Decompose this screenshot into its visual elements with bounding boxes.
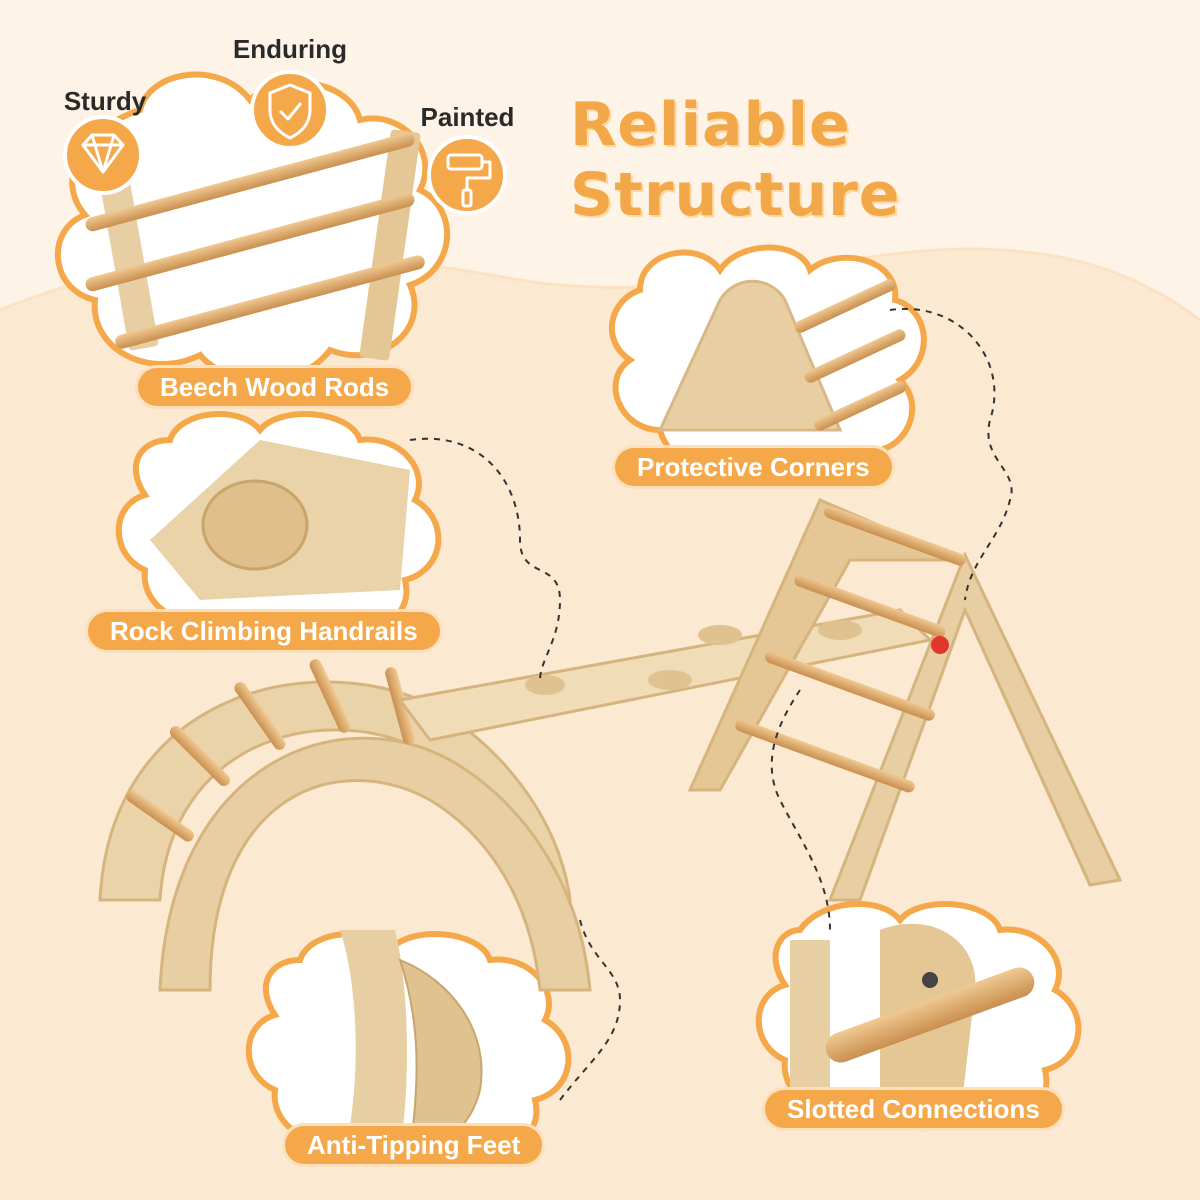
feature-label-rock-climbing-handrails: Rock Climbing Handrails <box>88 612 440 650</box>
cloud-protective-corners <box>609 244 927 477</box>
badge-label-painted: Painted <box>420 102 515 132</box>
painted-badge-circle <box>427 135 507 215</box>
cloud-beech-wood-rods <box>54 71 451 384</box>
cloud-rock-climbing-handrails <box>115 411 442 642</box>
cloud-anti-tipping-feet <box>245 930 572 1162</box>
feature-label-slotted-connections: Slotted Connections <box>765 1090 1062 1128</box>
feature-label-anti-tipping-feet: Anti-Tipping Feet <box>285 1126 543 1164</box>
leader-line <box>559 919 622 1101</box>
badge-label-sturdy: Sturdy <box>63 86 147 116</box>
feature-label-protective-corners: Protective Corners <box>615 448 892 486</box>
diamond-icon <box>81 133 125 174</box>
climbing-triangle <box>687 498 1123 902</box>
headline-title: Reliable Structure <box>570 90 901 230</box>
badge-label-enduring: Enduring <box>232 34 348 64</box>
shield-check-icon <box>268 83 312 140</box>
paint-roller-icon <box>446 153 492 208</box>
leader-line <box>770 689 831 931</box>
leader-line <box>889 307 1013 601</box>
cloud-slotted-connections <box>755 901 1082 1132</box>
sturdy-badge-circle <box>63 115 143 195</box>
feature-label-beech-wood-rods: Beech Wood Rods <box>138 368 412 406</box>
leader-line <box>409 437 562 681</box>
